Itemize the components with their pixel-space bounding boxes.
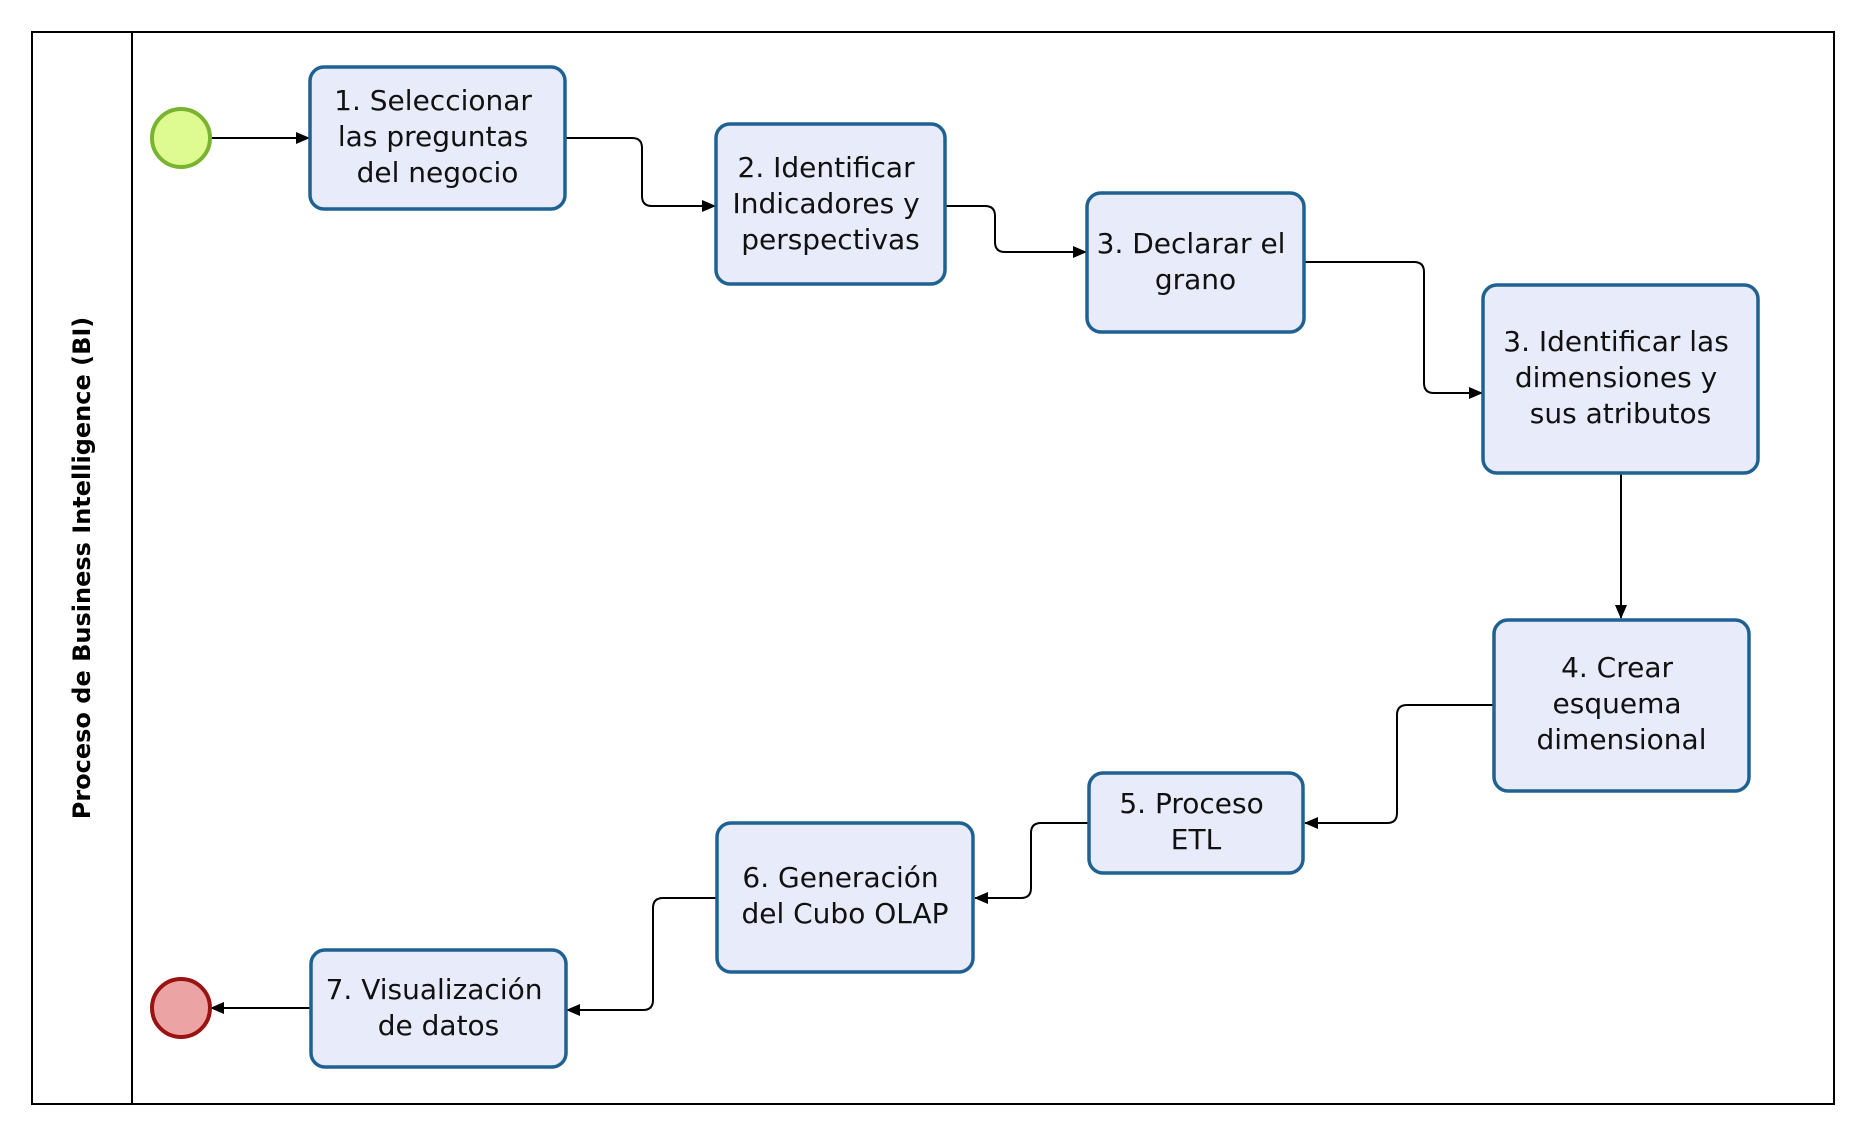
task-t4[interactable]: 3. Identificar las dimensiones y sus atr… xyxy=(1481,283,1760,475)
task-t8[interactable]: 7. Visualización de datos xyxy=(309,948,568,1069)
start-event[interactable] xyxy=(150,107,212,169)
task-label: 2. Identificar Indicadores y perspectiva… xyxy=(732,151,928,256)
task-label: 3. Identificar las dimensiones y sus atr… xyxy=(1503,325,1737,430)
lane-title: Proceso de Business Intelligence (BI) xyxy=(68,317,96,820)
task-label: 3. Declarar el grano xyxy=(1097,227,1295,296)
flow-t1-to-t2[interactable] xyxy=(566,137,716,212)
flow-t6-to-t7[interactable] xyxy=(974,822,1088,904)
task-t6[interactable]: 5. Proceso ETL xyxy=(1087,771,1305,875)
flow-t7-to-t8[interactable] xyxy=(566,897,716,1016)
task-label: 7. Visualización de datos xyxy=(326,973,552,1042)
sequence-flows xyxy=(210,132,1627,1016)
task-t5[interactable]: 4. Crear esquema dimensional xyxy=(1492,618,1751,793)
end-event[interactable] xyxy=(150,977,212,1039)
task-t1[interactable]: 1. Seleccionar las preguntas del negocio xyxy=(308,65,567,211)
task-label: 4. Crear esquema dimensional xyxy=(1537,651,1707,756)
flow-t5-to-t6[interactable] xyxy=(1304,704,1493,829)
task-label: 5. Proceso ETL xyxy=(1119,787,1272,856)
pool-border xyxy=(31,31,1835,1105)
flow-t3-to-t4[interactable] xyxy=(1304,261,1483,399)
flow-t2-to-t3[interactable] xyxy=(946,205,1087,258)
task-t3[interactable]: 3. Declarar el grano xyxy=(1085,191,1306,334)
task-label: 1. Seleccionar las preguntas del negocio xyxy=(334,84,541,189)
task-t7[interactable]: 6. Generación del Cubo OLAP xyxy=(715,821,975,974)
task-t2[interactable]: 2. Identificar Indicadores y perspectiva… xyxy=(714,122,947,286)
task-label: 6. Generación del Cubo OLAP xyxy=(741,861,948,930)
